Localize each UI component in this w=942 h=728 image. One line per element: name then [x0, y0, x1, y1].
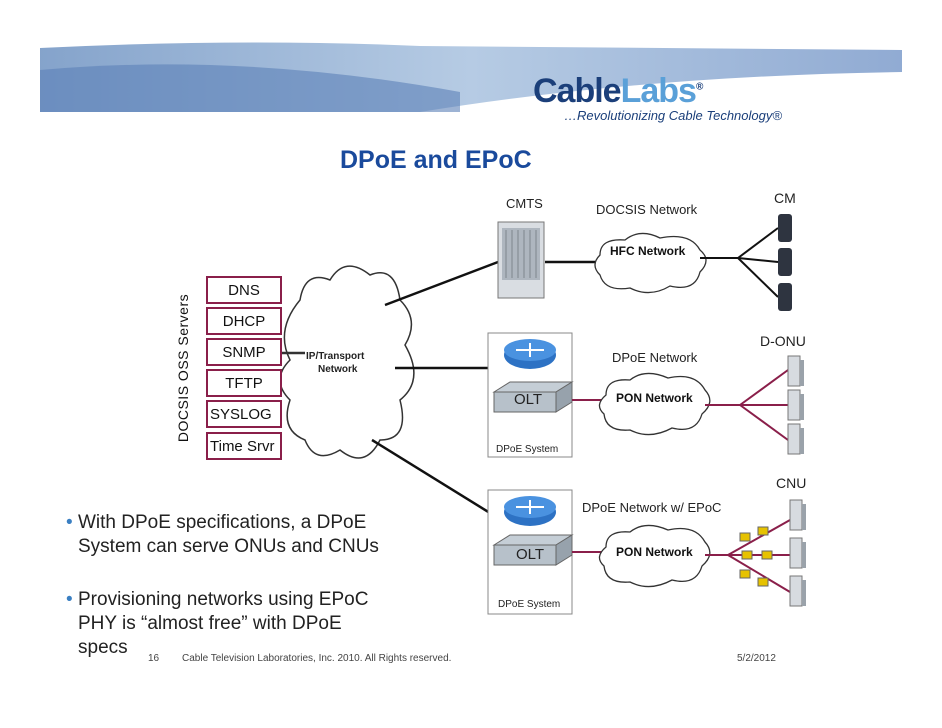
server-dhcp: DHCP [206, 307, 282, 335]
bullet-2-line2: PHY is “almost free” with DPoE [78, 613, 342, 634]
cm-device-1 [778, 214, 792, 242]
bullet-2-line1: Provisioning networks using EPoC [78, 589, 369, 610]
header-band [40, 42, 902, 112]
server-time: Time Srvr [206, 432, 282, 460]
slide-title: DPoE and EPoC [340, 146, 532, 174]
dpoe-network-label: DPoE Network [612, 350, 698, 365]
cm-device-3 [778, 283, 792, 311]
cm-label: CM [774, 190, 796, 206]
bullet-2: • Provisioning networks using EPoC PHY i… [66, 588, 369, 660]
cmts-label: CMTS [506, 196, 543, 211]
server-tftp: TFTP [206, 369, 282, 397]
bullet-1-line2: System can serve ONUs and CNUs [78, 536, 379, 557]
cnu-device-3 [789, 575, 806, 607]
pon-cloud-2 [598, 524, 711, 588]
dpoe-system-label-1: DPoE System [496, 444, 559, 455]
ip-transport-cloud [279, 265, 415, 459]
olt-label-1: OLT [514, 391, 543, 408]
d-onu-label: D-ONU [760, 333, 806, 349]
cnu-device-1 [789, 499, 806, 531]
bullet-marker-icon: • [66, 589, 73, 610]
docsis-network-label: DOCSIS Network [596, 202, 698, 217]
server-dns: DNS [206, 276, 282, 304]
d-onu-device-3 [787, 423, 804, 455]
coax-converter-3 [739, 569, 751, 579]
server-syslog: SYSLOG [206, 400, 282, 428]
bullet-2-line3: specs [78, 637, 128, 658]
core-cloud-label-2: Network [318, 364, 358, 375]
d-onu-device-2 [787, 389, 804, 421]
cmts-chassis [497, 221, 545, 299]
pon-network-label-1: PON Network [616, 391, 693, 405]
footer-date: 5/2/2012 [737, 653, 776, 664]
copyright: Cable Television Laboratories, Inc. 2010… [182, 653, 452, 664]
cnu-label: CNU [776, 475, 807, 491]
logo-registered: ® [695, 81, 703, 93]
olt-label-2: OLT [516, 546, 545, 563]
bullet-1-line1: With DPoE specifications, a DPoE [78, 512, 367, 533]
pon-cloud-1 [598, 372, 711, 436]
cm-device-2 [778, 248, 792, 276]
dpoe-epoc-network-label: DPoE Network w/ EPoC [582, 500, 722, 515]
coax-converter-1 [739, 532, 751, 542]
logo-tagline: …Revolutionizing Cable Technology® [564, 108, 782, 123]
cablelabs-logo: CableLabs® [533, 72, 703, 111]
page-number: 16 [148, 653, 160, 664]
cnu-device-2 [789, 537, 806, 569]
bullet-marker-icon: • [66, 512, 73, 533]
bullet-1: • With DPoE specifications, a DPoE Syste… [66, 511, 379, 559]
dpoe-system-label-2: DPoE System [498, 599, 561, 610]
logo-labs: Labs [620, 72, 697, 110]
hfc-network-label: HFC Network [610, 244, 686, 258]
core-cloud-label-1: IP/Transport [306, 351, 365, 362]
server-snmp: SNMP [206, 338, 282, 366]
coax-converter-2 [741, 550, 753, 560]
oss-group-label: DOCSIS OSS Servers [175, 293, 191, 443]
hfc-cloud [594, 232, 707, 294]
logo-cable: Cable [533, 72, 622, 110]
pon-network-label-2: PON Network [616, 545, 693, 559]
d-onu-device-1 [787, 355, 804, 387]
